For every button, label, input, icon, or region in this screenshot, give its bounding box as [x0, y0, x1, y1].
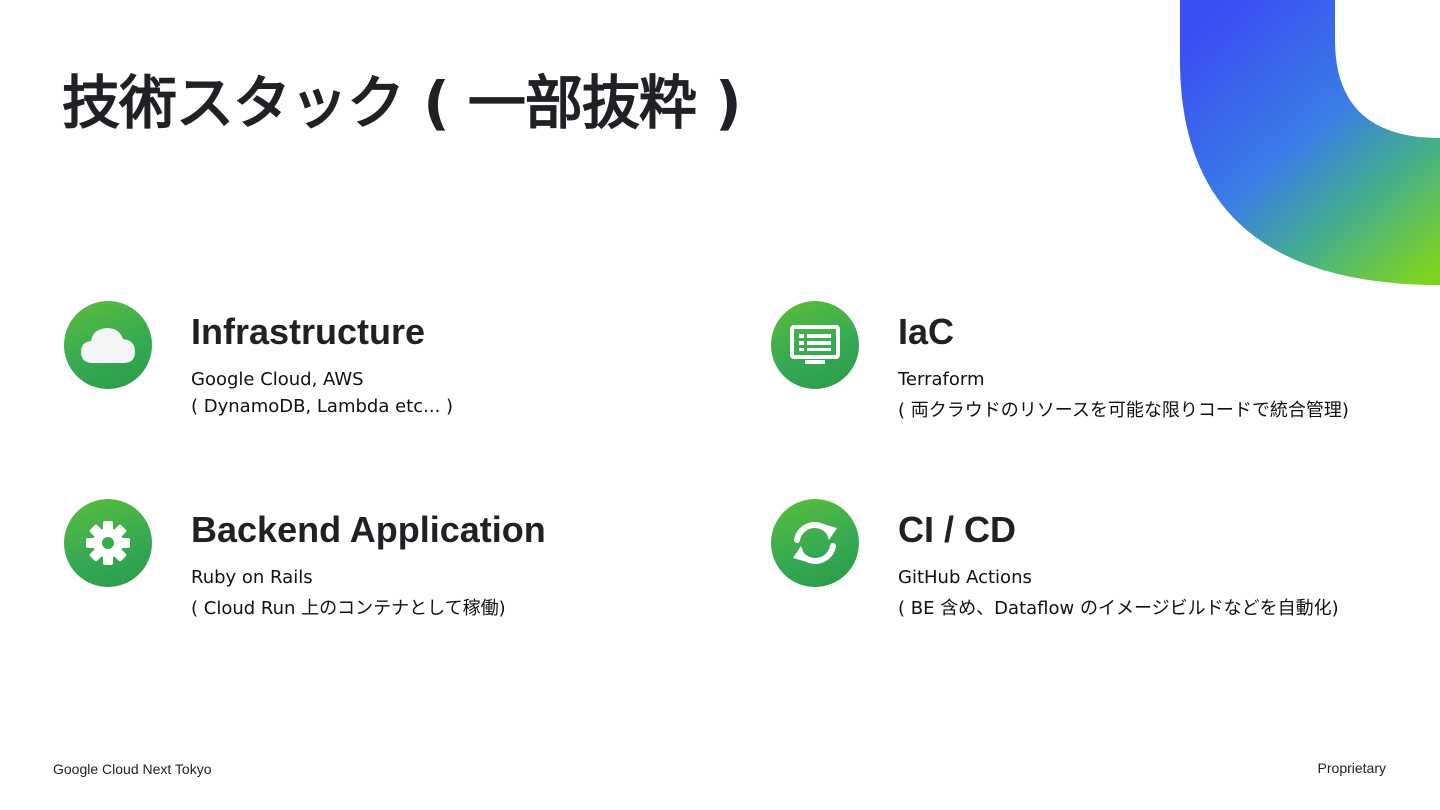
stack-item-backend: Backend Application Ruby on Rails ( Clou… — [64, 499, 704, 629]
item-line-2: ( 両クラウドのリソースを可能な限りコードで統合管理) — [898, 400, 1349, 421]
item-heading: CI / CD — [898, 509, 1017, 550]
footer-event-name: Google Cloud Next Tokyo — [53, 761, 212, 777]
item-line-1: Terraform — [898, 369, 985, 390]
item-line-2: ( DynamoDB, Lambda etc... ) — [191, 396, 454, 417]
sync-icon — [771, 499, 859, 587]
item-line-2: ( BE 含め、Dataflow のイメージビルドなどを自動化) — [898, 598, 1339, 619]
page-title: 技術スタック ( 一部抜粋 ) — [62, 69, 742, 137]
item-line-1: GitHub Actions — [898, 567, 1032, 588]
item-line-2: ( Cloud Run 上のコンテナとして稼働) — [191, 598, 506, 619]
footer-proprietary-label: Proprietary — [1317, 760, 1386, 776]
decorative-gradient-arc — [1180, 0, 1440, 285]
item-heading: Infrastructure — [191, 311, 426, 352]
item-heading: IaC — [898, 311, 955, 352]
gear-icon — [64, 499, 152, 587]
stack-item-cicd: CI / CD GitHub Actions ( BE 含め、Dataflow … — [771, 499, 1411, 629]
cloud-icon — [64, 301, 152, 389]
item-heading: Backend Application — [191, 509, 546, 550]
stack-item-infrastructure: Infrastructure Google Cloud, AWS ( Dynam… — [64, 301, 704, 431]
item-line-1: Ruby on Rails — [191, 567, 313, 588]
stack-item-iac: IaC Terraform ( 両クラウドのリソースを可能な限りコードで統合管理… — [771, 301, 1411, 431]
dashboard-icon — [771, 301, 859, 389]
item-line-1: Google Cloud, AWS — [191, 369, 364, 390]
